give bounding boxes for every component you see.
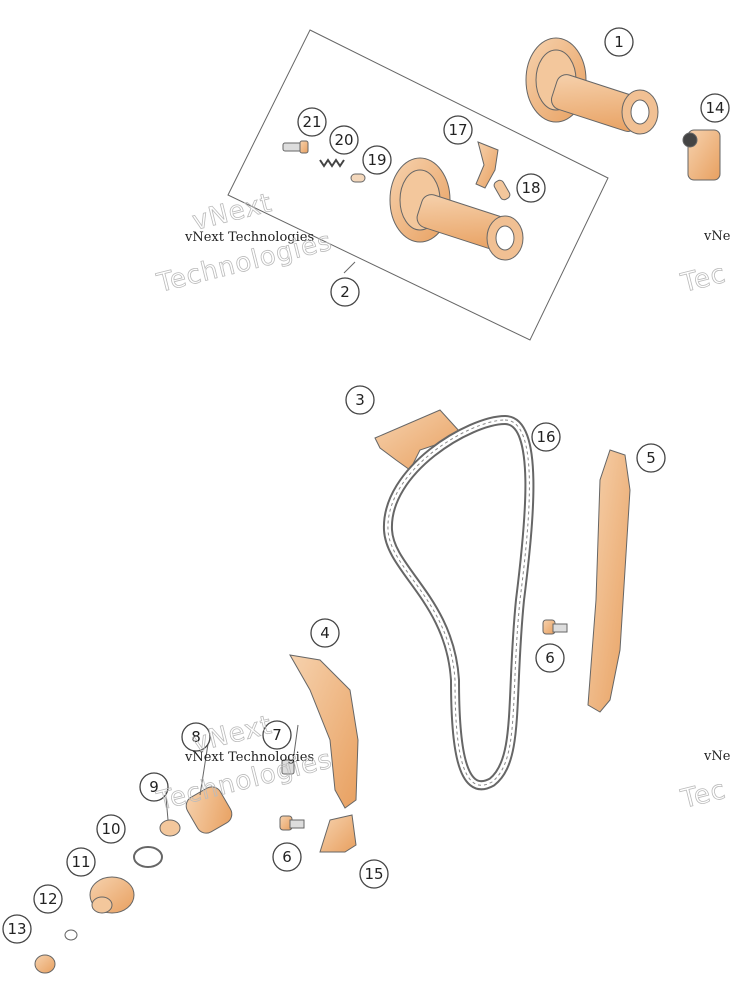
callout-number: 13: [7, 920, 26, 938]
callout-number: 2: [340, 283, 350, 301]
o-ring-part: [133, 846, 163, 868]
callout-7: 7: [262, 720, 292, 750]
tensioner-plunger-part: [185, 786, 233, 834]
callout-number: 8: [191, 728, 201, 746]
callout-18: 18: [516, 173, 546, 203]
callout-number: 1: [614, 33, 624, 51]
chain-guide-rail-part: [587, 449, 631, 713]
spring-part: [319, 158, 345, 168]
guide-screw-part-lower: [279, 815, 305, 831]
callout-19: 19: [362, 145, 392, 175]
guide-screw-part-upper: [542, 619, 568, 635]
callout-circle: [443, 115, 473, 145]
callout-10: 10: [96, 814, 126, 844]
callout-17: 17: [443, 115, 473, 145]
callout-circle: [359, 859, 389, 889]
camshaft-assembly-frame: [227, 29, 609, 341]
watermark-edge-large-2: Tec: [677, 775, 729, 815]
callout-number: 6: [282, 848, 292, 866]
callout-12: 12: [33, 884, 63, 914]
watermark-small-text-2: vNext Technologies: [184, 750, 314, 765]
callout-number: 12: [38, 890, 57, 908]
small-ring-part: [64, 929, 78, 941]
callout-number: 9: [149, 778, 159, 796]
callout-number: 20: [334, 131, 353, 149]
callout-circle: [362, 145, 392, 175]
callout-number: 10: [101, 820, 120, 838]
chain-tensioner-part: [682, 129, 721, 181]
callout-circle: [66, 847, 96, 877]
callout-circle: [531, 422, 561, 452]
callout-number: 15: [364, 865, 383, 883]
leader-lines: [165, 261, 356, 821]
bracket-part: [319, 814, 357, 853]
callout-circle: [2, 914, 32, 944]
camshaft-2-part: [389, 157, 524, 261]
callout-circle: [516, 173, 546, 203]
callout-circle: [181, 722, 211, 752]
callout-number: 6: [545, 649, 555, 667]
callout-21: 21: [297, 107, 327, 137]
tensioner-housing-part: [89, 876, 135, 914]
callout-3: 3: [345, 385, 375, 415]
tensioner-rail-part: [289, 654, 359, 809]
callout-circle: [96, 814, 126, 844]
watermark: vNext Technologies vNext Technologies vN…: [153, 188, 731, 818]
watermark-small-text: vNext Technologies: [184, 230, 314, 245]
spring-9-part: [159, 819, 181, 837]
chain-guide-top-part: [374, 409, 461, 471]
callout-circle: [636, 443, 666, 473]
callout-8: 8: [181, 722, 211, 752]
bolt-7-part: [281, 759, 295, 775]
callout-number: 7: [272, 726, 282, 744]
callout-number: 19: [367, 151, 386, 169]
callout-4: 4: [310, 618, 340, 648]
callout-circle: [330, 277, 360, 307]
watermark-edge-small-2: vNe: [703, 749, 731, 764]
callout-14: 14: [700, 93, 730, 123]
callout-2: 2: [330, 277, 360, 307]
callout-20: 20: [329, 125, 359, 155]
callout-circle: [33, 884, 63, 914]
callout-number: 4: [320, 624, 330, 642]
decompression-lever-part: [475, 141, 499, 189]
callout-number: 16: [536, 428, 555, 446]
callout-circle: [272, 842, 302, 872]
callout-6: 6: [272, 842, 302, 872]
callout-circle: [604, 27, 634, 57]
pin-part: [493, 179, 511, 201]
callout-15: 15: [359, 859, 389, 889]
watermark-edge-large: Tec: [677, 259, 729, 299]
callout-circle: [139, 772, 169, 802]
callout-circle: [329, 125, 359, 155]
callout-number: 3: [355, 391, 365, 409]
callout-6: 6: [535, 643, 565, 673]
bolt-part: [282, 140, 309, 154]
callout-5: 5: [636, 443, 666, 473]
callout-number: 18: [521, 179, 540, 197]
callout-number: 14: [705, 99, 724, 117]
callout-number: 11: [71, 853, 90, 871]
callout-circle: [345, 385, 375, 415]
small-pin-part: [350, 173, 366, 183]
callout-circle: [535, 643, 565, 673]
callout-circle: [700, 93, 730, 123]
callout-circle: [310, 618, 340, 648]
callout-9: 9: [139, 772, 169, 802]
callout-number: 5: [646, 449, 656, 467]
callout-circle: [262, 720, 292, 750]
screw-plug-part: [34, 954, 56, 974]
callout-circle: [297, 107, 327, 137]
callout-1: 1: [604, 27, 634, 57]
callout-number: 21: [302, 113, 321, 131]
callout-11: 11: [66, 847, 96, 877]
camshaft-1-part: [525, 37, 659, 135]
callout-number: 17: [448, 121, 467, 139]
callout-16: 16: [531, 422, 561, 452]
callout-13: 13: [2, 914, 32, 944]
watermark-edge-small: vNe: [703, 229, 731, 244]
